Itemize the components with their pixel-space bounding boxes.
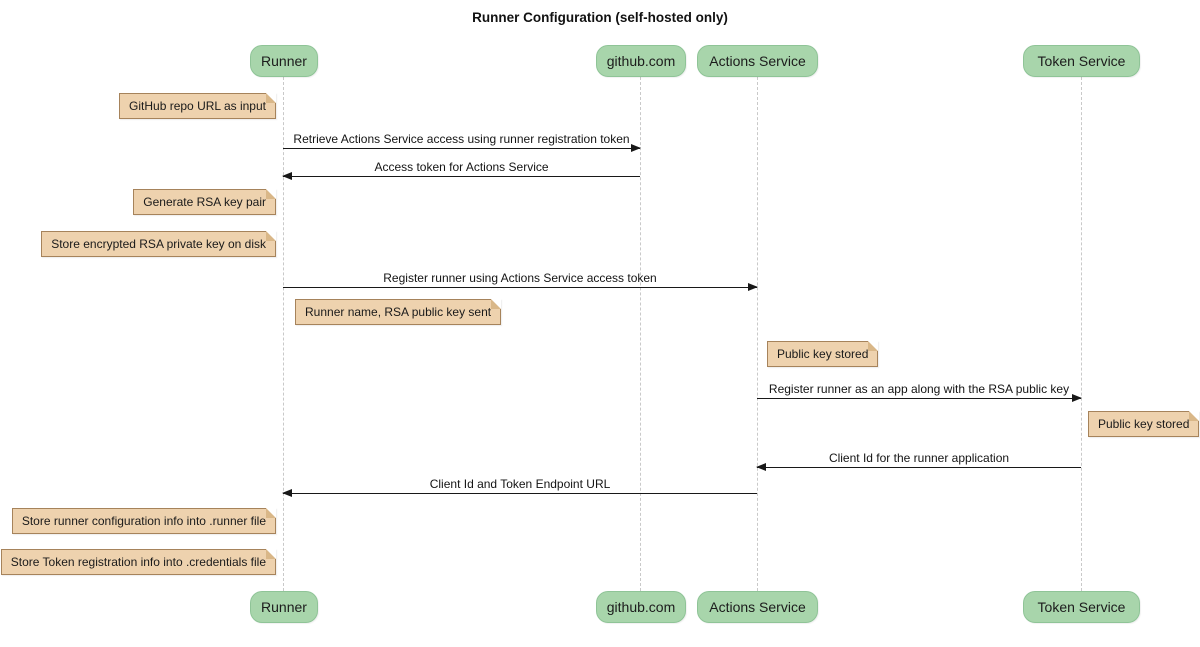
message-arrow-runner-to-actions xyxy=(283,283,758,291)
lifeline-github xyxy=(640,77,641,591)
participant-github-label: github.com xyxy=(606,599,676,615)
message-label: Client Id and Token Endpoint URL xyxy=(429,477,611,491)
participant-runner-label: Runner xyxy=(261,599,307,615)
participant-actions-service-top: Actions Service xyxy=(697,45,818,77)
note-github-repo-url: GitHub repo URL as input xyxy=(119,93,276,119)
note-store-private-key: Store encrypted RSA private key on disk xyxy=(41,231,276,257)
participant-runner-label: Runner xyxy=(261,53,307,69)
message-label: Register runner as an app along with the… xyxy=(768,382,1070,396)
participant-token-service-bottom: Token Service xyxy=(1023,591,1140,623)
note-generate-rsa-key: Generate RSA key pair xyxy=(133,189,276,215)
lifeline-token-service xyxy=(1081,77,1082,591)
arrowhead-right-icon xyxy=(748,283,758,291)
participant-github-label: github.com xyxy=(606,53,676,69)
message-label: Client Id for the runner application xyxy=(828,451,1010,465)
arrowhead-left-icon xyxy=(756,463,766,471)
arrowhead-right-icon xyxy=(631,144,641,152)
message-arrow-actions-to-token xyxy=(757,394,1082,402)
message-label: Access token for Actions Service xyxy=(374,160,549,174)
participant-actions-service-label: Actions Service xyxy=(709,53,806,69)
note-public-key-stored-actions: Public key stored xyxy=(767,341,879,367)
arrowhead-left-icon xyxy=(282,172,292,180)
note-store-runner-file: Store runner configuration info into .ru… xyxy=(11,508,277,534)
participant-token-service-label: Token Service xyxy=(1037,53,1126,69)
participant-github-top: github.com xyxy=(596,45,686,77)
lifeline-actions-service xyxy=(757,77,758,591)
participant-runner-bottom: Runner xyxy=(250,591,318,623)
note-store-credentials-file: Store Token registration info into .cred… xyxy=(0,549,277,575)
lifeline-runner xyxy=(283,77,284,591)
message-label: Register runner using Actions Service ac… xyxy=(383,271,657,285)
message-label: Retrieve Actions Service access using ru… xyxy=(293,132,630,146)
participant-actions-service-label: Actions Service xyxy=(709,599,806,615)
message-arrow-actions-to-runner xyxy=(282,489,757,497)
message-arrow-runner-to-github xyxy=(283,144,641,152)
participant-token-service-label: Token Service xyxy=(1037,599,1126,615)
participant-token-service-top: Token Service xyxy=(1023,45,1140,77)
message-arrow-github-to-runner xyxy=(282,172,640,180)
arrowhead-left-icon xyxy=(282,489,292,497)
message-arrow-token-to-actions xyxy=(756,463,1081,471)
participant-actions-service-bottom: Actions Service xyxy=(697,591,818,623)
arrowhead-right-icon xyxy=(1072,394,1082,402)
participant-github-bottom: github.com xyxy=(596,591,686,623)
diagram-title: Runner Configuration (self-hosted only) xyxy=(472,10,728,25)
participant-runner-top: Runner xyxy=(250,45,318,77)
note-public-key-stored-token: Public key stored xyxy=(1088,411,1200,437)
note-runner-name-public-key: Runner name, RSA public key sent xyxy=(295,299,502,325)
